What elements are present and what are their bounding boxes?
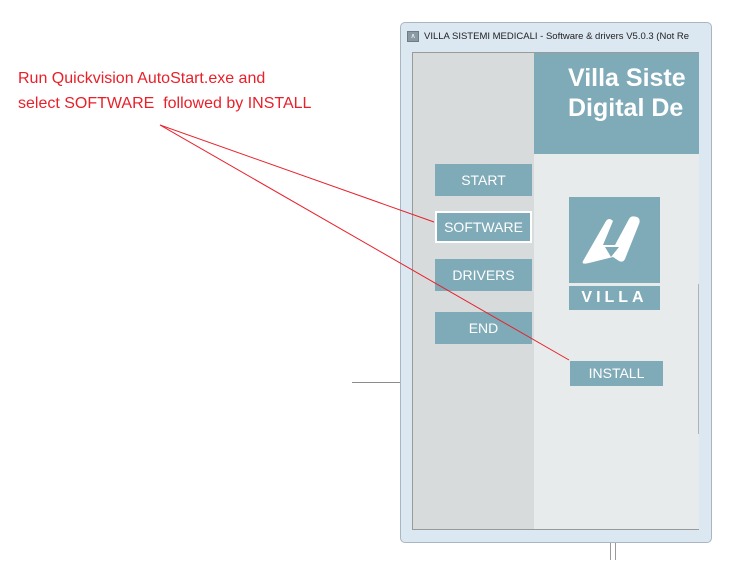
window-title: VILLA SISTEMI MEDICALI - Software & driv…	[424, 31, 690, 42]
app-icon: ∧	[407, 30, 419, 42]
header-line-1: Villa Siste	[568, 64, 686, 92]
software-button[interactable]: SOFTWARE	[435, 211, 532, 243]
arrow-to-install	[159, 124, 570, 361]
client-area: START SOFTWARE DRIVERS END Villa Siste D…	[412, 52, 699, 530]
end-button[interactable]: END	[435, 312, 532, 344]
left-panel: START SOFTWARE DRIVERS END	[413, 53, 534, 529]
start-button[interactable]: START	[435, 164, 532, 196]
logo-text: VILLA	[569, 286, 660, 310]
background-line	[610, 541, 616, 560]
villa-logo: VILLA	[569, 197, 660, 310]
drivers-button[interactable]: DRIVERS	[435, 259, 532, 291]
title-bar[interactable]: ∧ VILLA SISTEMI MEDICALI - Software & dri…	[407, 27, 707, 47]
background-line	[352, 382, 400, 383]
header-line-2: Digital De	[568, 94, 684, 122]
arrow-to-software	[159, 124, 435, 223]
annotation-text: Run Quickvision AutoStart.exe and select…	[18, 70, 312, 112]
install-button[interactable]: INSTALL	[570, 361, 663, 386]
app-header: Villa Siste Digital De	[534, 53, 699, 154]
villa-logo-icon	[582, 216, 640, 264]
panel-edge	[698, 284, 699, 434]
